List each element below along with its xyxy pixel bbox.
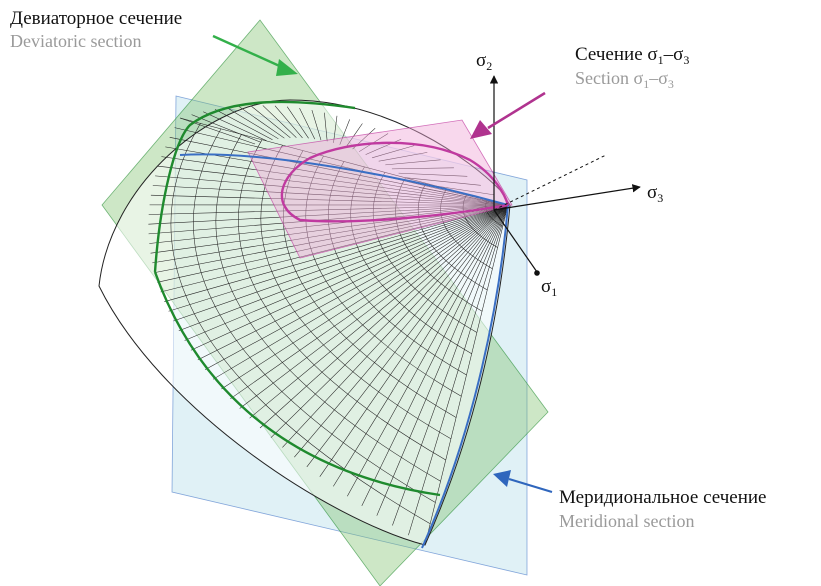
section13-label-ru: Сечение σ1–σ3 [575, 44, 689, 67]
mesh-ring-line [372, 172, 478, 333]
mesh-ring-line [462, 193, 498, 248]
mesh-cap-line [405, 177, 481, 186]
mesh-cap-line [274, 105, 303, 139]
sigma2-label: σ2 [476, 50, 492, 73]
mesh-cap-line [214, 109, 273, 140]
mesh-ring-line [260, 145, 452, 440]
mesh-cap-line [299, 107, 316, 140]
meridional-label-ru: Меридиональное сечение [559, 487, 766, 508]
mesh-cap-line [226, 107, 279, 140]
section13-arrow [470, 91, 546, 139]
mesh-cap-line [191, 114, 261, 143]
section-13-plane [247, 119, 513, 259]
mesh-ring-line [193, 128, 436, 503]
mesh-ring-line [440, 188, 493, 270]
mesh-cap-line [378, 152, 428, 162]
yield-surface [98, 99, 511, 546]
meridional-arrow [493, 470, 553, 494]
mesh-ring-line [305, 155, 462, 397]
deviatoric-label-en: Deviatoric section [10, 31, 141, 51]
meridional-label-en: Meridional section [559, 511, 694, 531]
mesh-ring-line [417, 183, 488, 291]
mesh-ring-line [328, 161, 467, 376]
mesh-cap-line [250, 105, 291, 139]
sigma3-label: σ3 [647, 182, 663, 205]
mesh-cap-line [203, 111, 267, 142]
mesh-cap-line [339, 119, 350, 145]
mesh-ring-line [238, 139, 446, 461]
mesh-ring-line [395, 177, 483, 312]
mesh-cap-line [333, 115, 338, 143]
sigma3-axis [493, 184, 641, 211]
mesh-cap-line [262, 105, 297, 138]
mesh-ring-line [350, 166, 472, 355]
section-13-curve [280, 141, 510, 223]
mesh-cap-line [418, 187, 509, 206]
mesh-cap-line [385, 159, 441, 166]
mesh-cap-line [286, 106, 309, 139]
stress-axes [489, 75, 641, 276]
hydrostatic-axis [493, 154, 607, 211]
mesh-cap-line [391, 167, 454, 170]
mesh-cap-line [311, 110, 322, 141]
mesh-ring-line [170, 123, 431, 525]
mesh-cap-line [398, 172, 468, 177]
mesh-cap-line [372, 145, 415, 159]
deviatoric-arrow [212, 34, 298, 76]
section13-label-en: Section σ1–σ3 [575, 68, 674, 91]
sigma1-label: σ1 [541, 276, 557, 299]
mesh-ring-line [485, 199, 503, 227]
deviatoric-curve [153, 100, 441, 497]
sigma1-axis-end [534, 270, 540, 276]
mesh-cap-line [238, 106, 285, 139]
deviatoric-label-ru: Девиаторное сечение [10, 8, 182, 29]
mesh-ring-line [283, 150, 457, 418]
sigma1-axis [493, 209, 538, 273]
mesh-cap-line [324, 112, 328, 142]
mesh-cap-line [345, 123, 363, 147]
mesh-ring-line [215, 134, 441, 482]
